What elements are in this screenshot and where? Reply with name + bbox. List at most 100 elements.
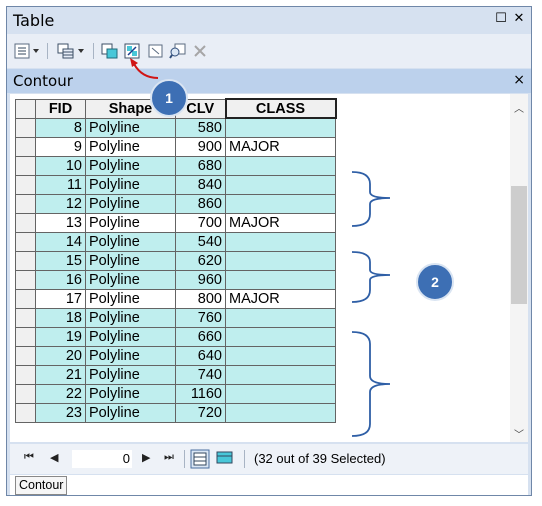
cell-shape[interactable]: Polyline	[85, 212, 176, 233]
scroll-up-icon[interactable]: ︿	[514, 104, 524, 115]
previous-record-icon[interactable]: ◀	[50, 452, 59, 464]
cell-clv[interactable]: 860	[175, 193, 226, 214]
cell-class[interactable]	[225, 250, 336, 271]
row-selector[interactable]	[15, 326, 36, 347]
cell-class[interactable]	[225, 231, 336, 252]
cell-shape[interactable]: Polyline	[85, 326, 176, 347]
row-selector[interactable]	[15, 250, 36, 271]
current-record-field[interactable]: 0	[72, 450, 132, 468]
last-record-icon[interactable]: ⏭	[164, 451, 174, 463]
cell-fid[interactable]: 23	[35, 402, 86, 423]
cell-shape[interactable]: Polyline	[85, 364, 176, 385]
show-selected-records-icon[interactable]	[216, 450, 234, 466]
row-selector[interactable]	[15, 117, 36, 138]
row-selector[interactable]	[15, 174, 36, 195]
cell-fid[interactable]: 21	[35, 364, 86, 385]
cell-fid[interactable]: 10	[35, 155, 86, 176]
show-all-records-icon[interactable]	[190, 449, 210, 469]
cell-shape[interactable]: Polyline	[85, 250, 176, 271]
first-record-icon[interactable]: ⏮	[24, 451, 34, 463]
cell-shape[interactable]: Polyline	[85, 402, 176, 423]
maximize-button[interactable]: ☐	[495, 11, 507, 26]
scroll-thumb[interactable]	[511, 186, 527, 304]
cell-fid[interactable]: 9	[35, 136, 86, 157]
cell-class[interactable]: MAJOR	[225, 212, 336, 233]
cell-fid[interactable]: 13	[35, 212, 86, 233]
cell-fid[interactable]: 18	[35, 307, 86, 328]
cell-fid[interactable]: 16	[35, 269, 86, 290]
cell-shape[interactable]: Polyline	[85, 345, 176, 366]
cell-class[interactable]	[225, 269, 336, 290]
cell-class[interactable]	[225, 193, 336, 214]
cell-fid[interactable]: 14	[35, 231, 86, 252]
row-selector[interactable]	[15, 288, 36, 309]
cell-clv[interactable]: 580	[175, 117, 226, 138]
cell-shape[interactable]: Polyline	[85, 117, 176, 138]
close-button[interactable]: ✕	[513, 11, 525, 26]
cell-class[interactable]	[225, 364, 336, 385]
cell-clv[interactable]: 620	[175, 250, 226, 271]
cell-class[interactable]	[225, 307, 336, 328]
cell-clv[interactable]: 800	[175, 288, 226, 309]
column-header-fid[interactable]: FID	[35, 98, 86, 119]
cell-class[interactable]	[225, 155, 336, 176]
close-table-icon[interactable]: ×	[513, 72, 525, 88]
cell-fid[interactable]: 12	[35, 193, 86, 214]
cell-class[interactable]	[225, 345, 336, 366]
cell-class[interactable]	[225, 383, 336, 404]
row-selector[interactable]	[15, 269, 36, 290]
cell-clv[interactable]: 1160	[175, 383, 226, 404]
cell-clv[interactable]: 640	[175, 345, 226, 366]
cell-fid[interactable]: 19	[35, 326, 86, 347]
cell-shape[interactable]: Polyline	[85, 383, 176, 404]
cell-shape[interactable]: Polyline	[85, 174, 176, 195]
cell-clv[interactable]: 540	[175, 231, 226, 252]
cell-clv[interactable]: 660	[175, 326, 226, 347]
cell-clv[interactable]: 900	[175, 136, 226, 157]
cell-fid[interactable]: 15	[35, 250, 86, 271]
column-header-class[interactable]: CLASS	[224, 98, 337, 119]
cell-clv[interactable]: 960	[175, 269, 226, 290]
row-selector[interactable]	[15, 136, 36, 157]
delete-selected-button[interactable]	[193, 42, 207, 60]
cell-fid[interactable]: 11	[35, 174, 86, 195]
cell-shape[interactable]: Polyline	[85, 155, 176, 176]
row-selector[interactable]	[15, 155, 36, 176]
row-selector[interactable]	[15, 364, 36, 385]
row-selector[interactable]	[15, 345, 36, 366]
table-options-button[interactable]	[14, 42, 39, 60]
cell-fid[interactable]: 8	[35, 117, 86, 138]
cell-shape[interactable]: Polyline	[85, 193, 176, 214]
cell-shape[interactable]: Polyline	[85, 269, 176, 290]
row-selector[interactable]	[15, 231, 36, 252]
row-selector[interactable]	[15, 212, 36, 233]
row-selector[interactable]	[15, 193, 36, 214]
cell-clv[interactable]: 840	[175, 174, 226, 195]
zoom-to-selected-button[interactable]	[169, 42, 187, 60]
cell-class[interactable]	[225, 326, 336, 347]
cell-clv[interactable]: 740	[175, 364, 226, 385]
cell-shape[interactable]: Polyline	[85, 288, 176, 309]
cell-clv[interactable]: 760	[175, 307, 226, 328]
cell-fid[interactable]: 20	[35, 345, 86, 366]
cell-class[interactable]: MAJOR	[225, 136, 336, 157]
related-tables-button[interactable]	[57, 42, 84, 60]
cell-shape[interactable]: Polyline	[85, 307, 176, 328]
scroll-down-icon[interactable]: ﹀	[514, 430, 524, 441]
next-record-icon[interactable]: ▶	[142, 452, 151, 464]
cell-fid[interactable]: 22	[35, 383, 86, 404]
cell-clv[interactable]: 700	[175, 212, 226, 233]
